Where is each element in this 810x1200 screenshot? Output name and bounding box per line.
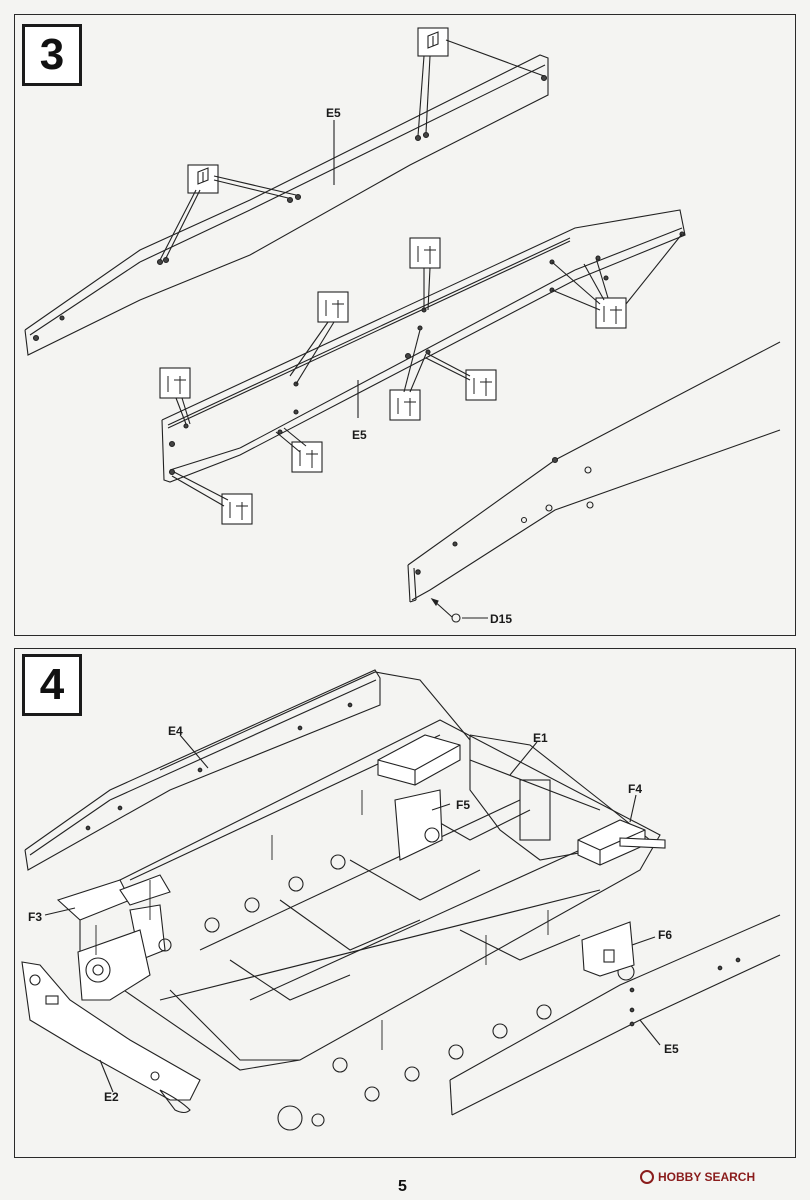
watermark-text: HOBBY SEARCH: [658, 1170, 756, 1184]
label-f3: F3: [28, 910, 43, 924]
middle-e5-plate: [161, 209, 686, 483]
f5-part: [377, 734, 461, 861]
page-number: 5: [398, 1178, 407, 1195]
label-f5: F5: [456, 798, 471, 812]
e4-plate: [24, 669, 471, 871]
floor-plate: [79, 719, 661, 1071]
watermark: HOBBY SEARCH: [640, 1170, 755, 1184]
label-e5-middle: E5: [352, 428, 367, 442]
label-e1: E1: [533, 731, 548, 745]
step-4-panel: [14, 648, 796, 1158]
f6-part: [581, 921, 635, 977]
f4-part: [577, 819, 666, 866]
upper-e5-plate: [24, 54, 549, 356]
label-f6: F6: [658, 928, 673, 942]
label-e5-lower: E5: [664, 1042, 679, 1056]
step-4-number: 4: [22, 654, 82, 716]
lower-side-plate: [407, 341, 781, 603]
label-f4: F4: [628, 782, 643, 796]
step-3-number: 3: [22, 24, 82, 86]
label-d15: D15: [490, 612, 513, 626]
watermark-logo-icon: [640, 1170, 654, 1184]
label-e5-upper: E5: [326, 106, 341, 120]
label-e4: E4: [168, 724, 183, 738]
label-e2: E2: [104, 1090, 119, 1104]
suspension-right: [277, 942, 635, 1131]
step-3-panel: [14, 14, 796, 636]
e2-part: [21, 961, 201, 1114]
